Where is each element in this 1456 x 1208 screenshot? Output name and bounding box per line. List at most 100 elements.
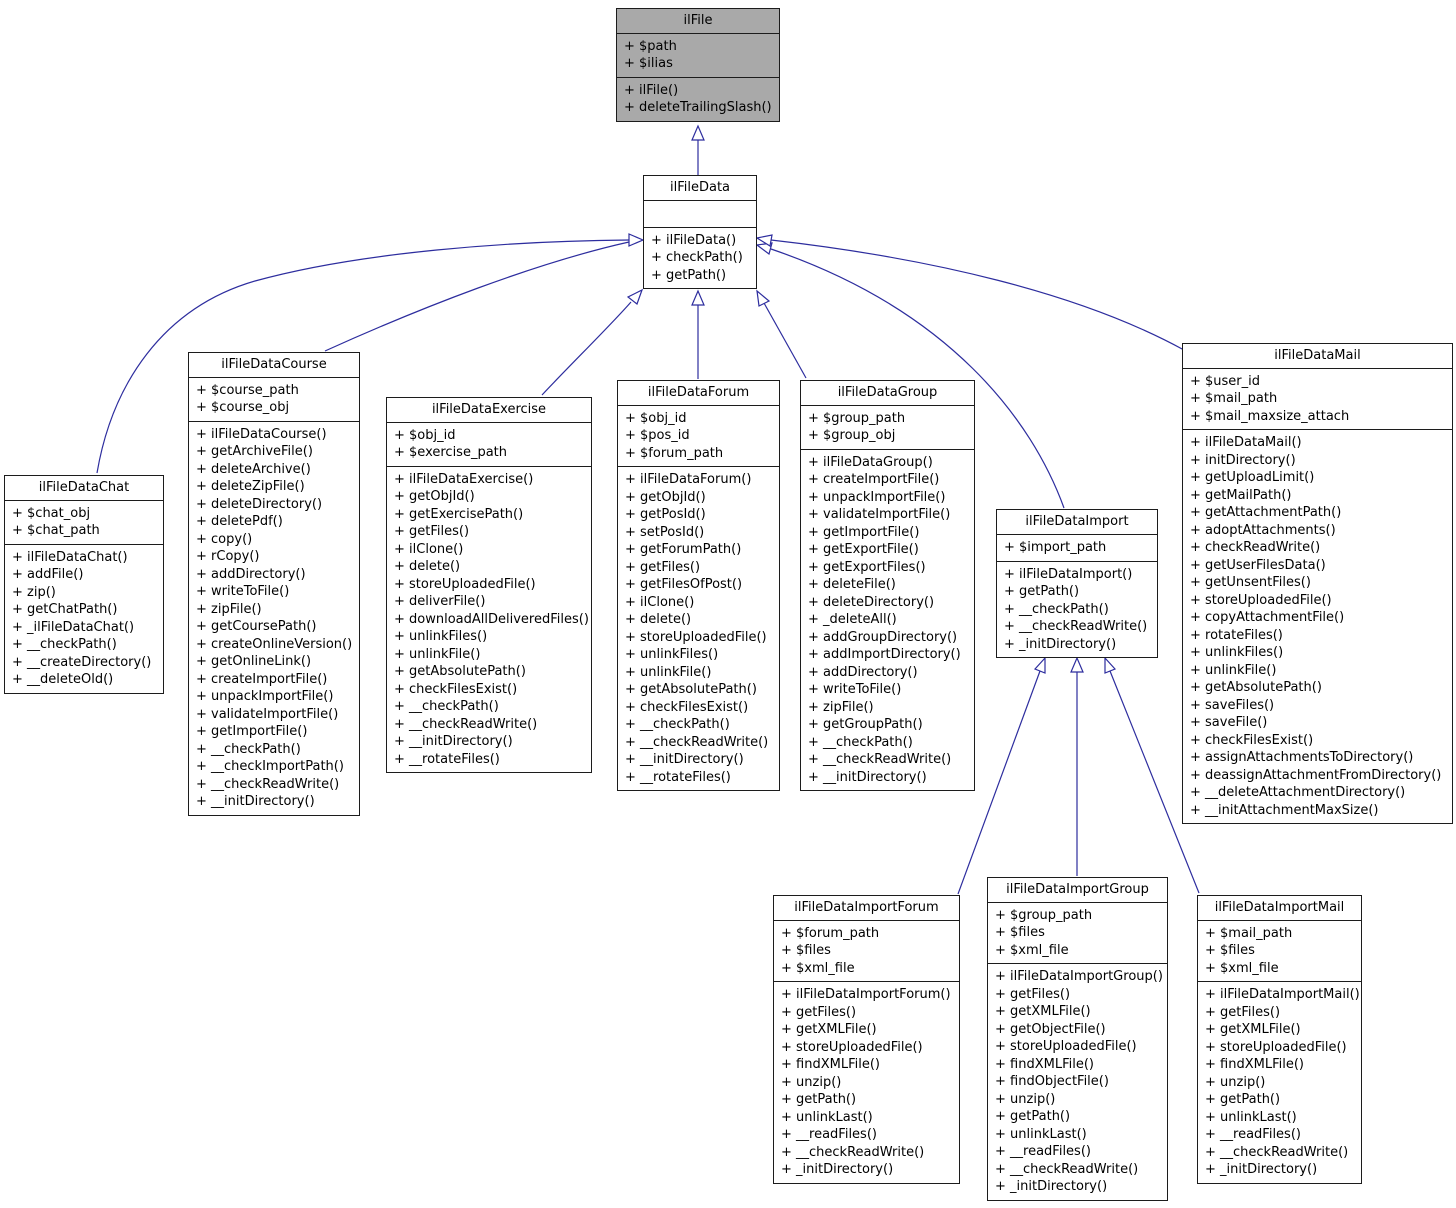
attributes-compartment: + $chat_obj+ $chat_path: [5, 501, 163, 545]
class-box-ilFileData[interactable]: ilFileData+ ilFileData()+ checkPath()+ g…: [643, 175, 757, 289]
generalization-arrowhead-icon: [626, 288, 644, 305]
attribute-row: + $pos_id: [625, 428, 690, 443]
method-row: + __initDirectory(): [394, 734, 513, 749]
method-row: + __checkReadWrite(): [625, 734, 769, 750]
attribute-row: + $chat_path: [12, 523, 100, 538]
method-row: + deleteArchive(): [196, 461, 311, 477]
method-row: + addFile(): [12, 567, 84, 582]
method-row: + unzip(): [995, 1091, 1056, 1107]
attribute-row: + $xml_file: [781, 960, 855, 976]
method-row: + getAbsolutePath(): [625, 682, 757, 697]
class-box-ilFileDataForum[interactable]: ilFileDataForum+ $obj_id+ $pos_id+ $foru…: [617, 380, 780, 791]
methods-compartment: + ilFileDataMail()+ initDirectory()+ get…: [1183, 430, 1452, 823]
inheritance-edge-ilFileDataImportMail-to-ilFileDataImport: [1104, 656, 1200, 894]
class-name: ilFileDataForum: [618, 381, 779, 406]
method-row: + _initDirectory(): [995, 1179, 1108, 1194]
method-row: + deleteDirectory(): [196, 496, 323, 512]
attribute-row: + $obj_id: [394, 427, 456, 443]
class-box-ilFileDataMail[interactable]: ilFileDataMail+ $user_id+ $mail_path+ $m…: [1182, 343, 1453, 824]
method-row: + getFiles(): [625, 559, 701, 575]
method-row: + setPosId(): [625, 524, 705, 540]
attributes-compartment: + $group_path+ $files+ $xml_file: [988, 903, 1167, 964]
method-row: + __readFiles(): [995, 1144, 1091, 1159]
class-box-ilFileDataExercise[interactable]: ilFileDataExercise+ $obj_id+ $exercise_p…: [386, 397, 592, 773]
inheritance-edge-ilFileData-to-ilFile: [691, 124, 705, 175]
method-row: + adoptAttachments(): [1190, 522, 1336, 538]
method-row: + checkFilesExist(): [1190, 732, 1314, 748]
class-name: ilFileDataCourse: [189, 353, 359, 378]
method-row: + getPath(): [1004, 584, 1080, 599]
method-row: + deleteFile(): [808, 577, 896, 592]
method-row: + getImportFile(): [196, 724, 308, 739]
method-row: + addImportDirectory(): [808, 647, 961, 662]
method-row: + getUploadLimit(): [1190, 470, 1315, 485]
edge-line: [957, 670, 1041, 895]
attributes-compartment: + $course_path+ $course_obj: [189, 378, 359, 422]
method-row: + getArchiveFile(): [196, 444, 313, 459]
class-box-ilFileDataImport[interactable]: ilFileDataImport+ $import_path+ ilFileDa…: [996, 509, 1158, 658]
method-row: + addDirectory(): [808, 664, 918, 680]
class-name: ilFileDataMail: [1183, 344, 1452, 369]
method-row: + getUserFilesData(): [1190, 557, 1326, 573]
method-row: + getOnlineLink(): [196, 654, 312, 669]
method-row: + ilFileDataChat(): [12, 549, 128, 565]
class-name: ilFileDataExercise: [387, 398, 591, 423]
method-row: + deletePdf(): [196, 514, 283, 529]
method-row: + createImportFile(): [808, 472, 940, 487]
class-box-ilFileDataImportForum[interactable]: ilFileDataImportForum+ $forum_path+ $fil…: [773, 895, 960, 1184]
method-row: + __readFiles(): [781, 1127, 877, 1142]
inheritance-edge-ilFileDataImportGroup-to-ilFileDataImport: [1070, 656, 1084, 876]
method-row: + getAbsolutePath(): [394, 664, 526, 679]
method-row: + __checkReadWrite(): [394, 716, 538, 732]
method-row: + deassignAttachmentFromDirectory(): [1190, 767, 1442, 783]
method-row: + storeUploadedFile(): [394, 576, 536, 592]
attribute-row: + $forum_path: [781, 925, 880, 941]
class-name: ilFileDataImportGroup: [988, 878, 1167, 903]
class-box-ilFileDataImportGroup[interactable]: ilFileDataImportGroup+ $group_path+ $fil…: [987, 877, 1168, 1201]
method-row: + _initDirectory(): [1205, 1162, 1318, 1177]
attributes-compartment: [644, 201, 756, 228]
attribute-row: + $group_path: [808, 410, 906, 426]
class-box-ilFile[interactable]: ilFile+ $path+ $ilias+ ilFile()+ deleteT…: [616, 8, 780, 122]
method-row: + unlinkFile(): [1190, 662, 1277, 678]
method-row: + getCoursePath(): [196, 619, 317, 634]
class-name: ilFile: [617, 9, 779, 34]
method-row: + ilFileDataImportGroup(): [995, 969, 1163, 984]
method-row: + createImportFile(): [196, 671, 328, 687]
method-row: + ilFileDataMail(): [1190, 435, 1302, 450]
method-row: + __checkPath(): [196, 741, 301, 757]
generalization-arrowhead-icon: [755, 234, 773, 247]
attributes-compartment: + $obj_id+ $pos_id+ $forum_path: [618, 406, 779, 467]
method-row: + __rotateFiles(): [625, 769, 731, 785]
method-row: + getFiles(): [995, 986, 1071, 1002]
method-row: + validateImportFile(): [196, 706, 339, 722]
method-row: + ilClone(): [625, 594, 695, 610]
methods-compartment: + ilFileDataGroup()+ createImportFile()+…: [801, 450, 974, 791]
class-box-ilFileDataChat[interactable]: ilFileDataChat+ $chat_obj+ $chat_path+ i…: [4, 475, 164, 694]
method-row: + findObjectFile(): [995, 1074, 1109, 1089]
class-name: ilFileDataGroup: [801, 381, 974, 406]
method-row: + __deleteOld(): [12, 672, 114, 687]
method-row: + getAbsolutePath(): [1190, 680, 1322, 695]
method-row: + storeUploadedFile(): [995, 1039, 1137, 1054]
method-row: + __checkPath(): [808, 734, 913, 750]
method-row: + storeUploadedFile(): [625, 629, 767, 645]
method-row: + checkPath(): [651, 250, 743, 265]
attribute-row: + $group_obj: [808, 428, 896, 443]
inheritance-edge-ilFileDataChat-to-ilFileData: [96, 233, 645, 474]
method-row: + writeToFile(): [808, 682, 902, 697]
method-row: + zip(): [12, 584, 56, 600]
method-row: + __checkPath(): [394, 699, 499, 714]
method-row: + deliverFile(): [394, 594, 486, 609]
method-row: + ilFile(): [624, 82, 679, 98]
method-row: + checkReadWrite(): [1190, 540, 1321, 555]
attribute-row: + $xml_file: [1205, 960, 1279, 976]
class-box-ilFileDataImportMail[interactable]: ilFileDataImportMail+ $mail_path+ $files…: [1197, 895, 1362, 1184]
edge-line: [1109, 670, 1200, 894]
edge-line: [324, 241, 630, 352]
method-row: + validateImportFile(): [808, 507, 951, 522]
attribute-row: + $mail_path: [1205, 925, 1293, 941]
class-box-ilFileDataCourse[interactable]: ilFileDataCourse+ $course_path+ $course_…: [188, 352, 360, 816]
class-box-ilFileDataGroup[interactable]: ilFileDataGroup + $group_path + $group_obj…: [800, 380, 975, 791]
method-row: + __checkPath(): [625, 717, 730, 732]
